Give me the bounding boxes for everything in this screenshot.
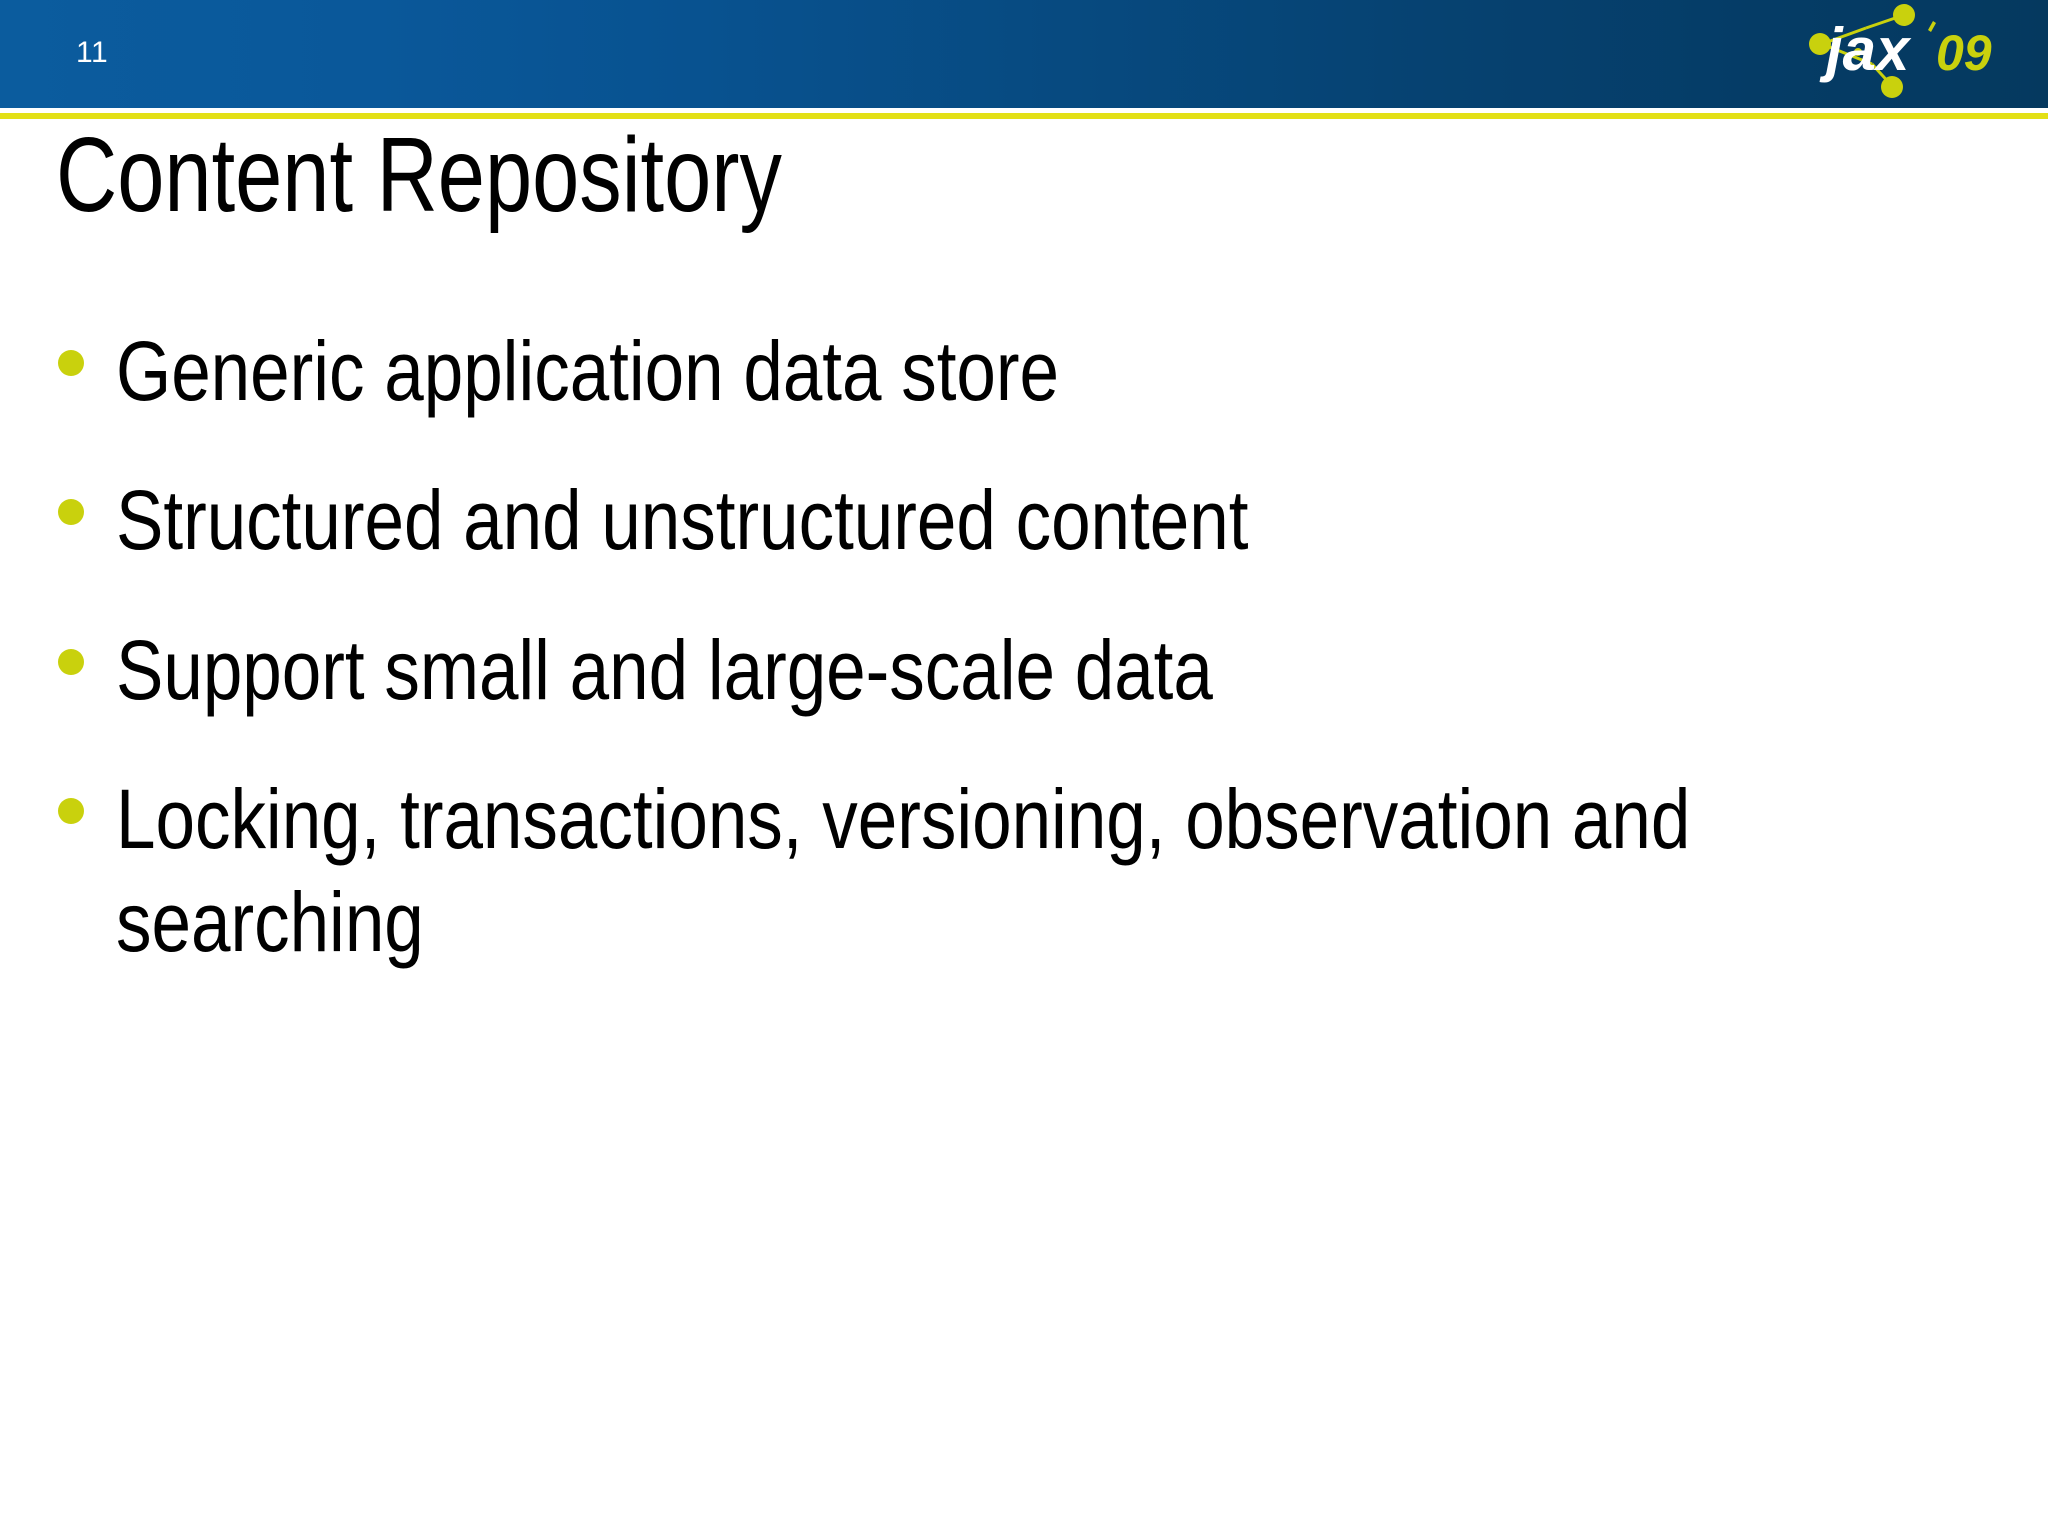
bullet-item: Structured and unstructured content (48, 469, 2008, 572)
bullet-dot-icon (58, 499, 84, 526)
bullet-dot-icon (58, 648, 84, 675)
bullet-dot-icon (58, 797, 84, 824)
slide-title: Content Repository (56, 116, 782, 234)
bullet-dot-icon (58, 350, 84, 376)
header-white-gap (0, 108, 2048, 113)
jax-network-logo-icon: jax 09 (1809, 4, 1992, 98)
jax09-logo: jax 09 (1800, 2, 2020, 98)
slide-number: 11 (76, 36, 109, 69)
bullet-text: Support small and large-scale data (116, 622, 1213, 717)
slide-header-band (0, 0, 2048, 108)
svg-text:09: 09 (1936, 25, 1992, 81)
bullet-item: Generic application data store (48, 320, 2008, 423)
bullet-item: Locking, transactions, versioning, obser… (48, 768, 2008, 975)
bullet-text: Locking, transactions, versioning, obser… (116, 771, 1691, 970)
bullet-list: Generic application data store Structure… (48, 320, 2008, 1021)
bullet-item: Support small and large-scale data (48, 619, 2008, 722)
header-yellow-rule (0, 113, 2048, 119)
svg-text:jax: jax (1819, 16, 1912, 83)
bullet-text: Generic application data store (116, 324, 1060, 418)
bullet-text: Structured and unstructured content (116, 473, 1249, 568)
